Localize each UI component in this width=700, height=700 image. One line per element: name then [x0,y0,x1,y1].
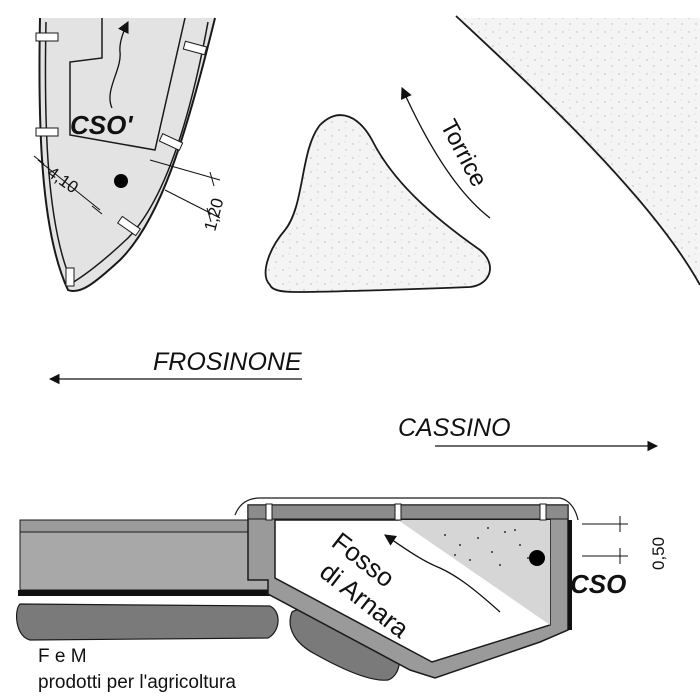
frosinone-label: FROSINONE [153,348,302,376]
cso-label: CSO [570,569,626,599]
river-bank-edge [455,15,700,286]
upper-channel: CSO' 4,10 1,20 [33,17,228,293]
cassino-direction: CASSINO [398,414,659,452]
culvert-inflow [398,520,550,625]
cso-outfall [529,550,545,566]
fosso-flow-arrow [384,534,501,613]
upper-notch [69,17,186,151]
torrice-flow-arrow [401,86,491,219]
embankment-base [18,590,278,596]
embankment-top [19,519,276,533]
company-name: F e M [38,646,87,667]
upper-flow-arrow [109,20,129,109]
sediment-dots [444,527,529,566]
embankment-body [19,531,276,591]
dimension-lines-upper [33,155,221,223]
dimension-lines-lower [582,516,628,564]
cso-prime-outfall [114,174,128,188]
cassino-label: CASSINO [398,414,511,442]
company-tagline: prodotti per l'agricoltura [38,672,236,693]
frosinone-direction: FROSINONE [48,348,302,385]
river-bank [458,18,700,285]
rock-riprap-left [15,603,279,641]
cso-prime-label: CSO' [70,110,133,140]
dimension-1-20: 1,20 [201,196,228,233]
central-island [264,114,491,293]
dimension-0-50: 0,50 [649,537,668,570]
culvert-deck [247,504,569,520]
torrice-label: Torrice [435,115,493,191]
lower-structure: Fosso di Arnara CSO 0,50 [15,497,668,681]
upper-channel-inner-wall [44,21,209,285]
